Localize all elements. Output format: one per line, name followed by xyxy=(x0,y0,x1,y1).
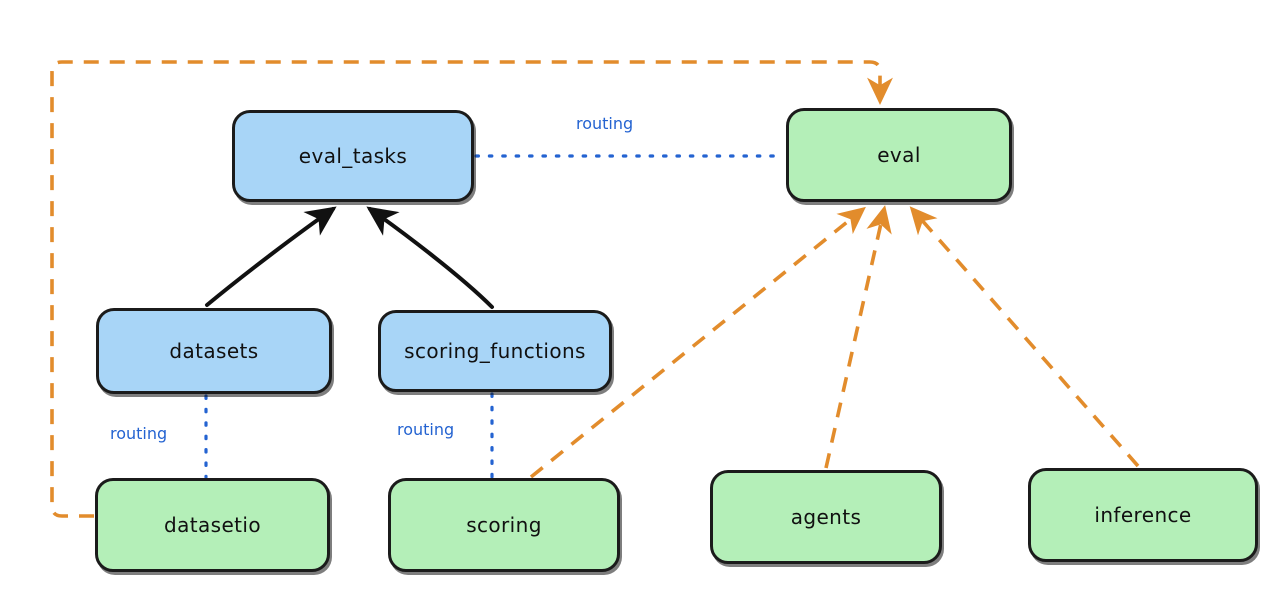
edge-datasetio-to-eval xyxy=(50,60,893,518)
node-eval-tasks-label: eval_tasks xyxy=(298,144,408,168)
node-eval-label: eval xyxy=(877,143,921,167)
edge-label-routing-eval-tasks-eval: routing xyxy=(576,114,634,133)
node-scoring-functions-label: scoring_functions xyxy=(404,339,586,363)
edge-label-routing-datasets-datasetio: routing xyxy=(110,424,168,443)
node-eval-tasks[interactable]: eval_tasks xyxy=(232,110,474,202)
edge-label-routing-scoring-functions-scoring: routing xyxy=(397,420,455,439)
edge-scoring-to-eval xyxy=(529,206,866,479)
node-scoring[interactable]: scoring xyxy=(388,478,620,572)
edge-agents-to-eval xyxy=(824,205,892,469)
edge-scoring-functions-to-eval-tasks xyxy=(366,206,494,309)
node-datasets[interactable]: datasets xyxy=(96,308,332,394)
node-datasetio[interactable]: datasetio xyxy=(95,478,330,572)
node-scoring-functions[interactable]: scoring_functions xyxy=(378,310,612,392)
node-scoring-label: scoring xyxy=(466,513,542,537)
node-agents-label: agents xyxy=(790,505,862,529)
edge-inference-to-eval xyxy=(909,206,1140,468)
node-inference[interactable]: inference xyxy=(1028,468,1258,562)
edge-datasets-to-eval-tasks xyxy=(205,206,337,307)
node-agents[interactable]: agents xyxy=(710,470,942,564)
node-datasetio-label: datasetio xyxy=(163,513,261,537)
node-eval[interactable]: eval xyxy=(786,108,1012,202)
node-datasets-label: datasets xyxy=(169,339,259,363)
node-inference-label: inference xyxy=(1094,503,1192,527)
